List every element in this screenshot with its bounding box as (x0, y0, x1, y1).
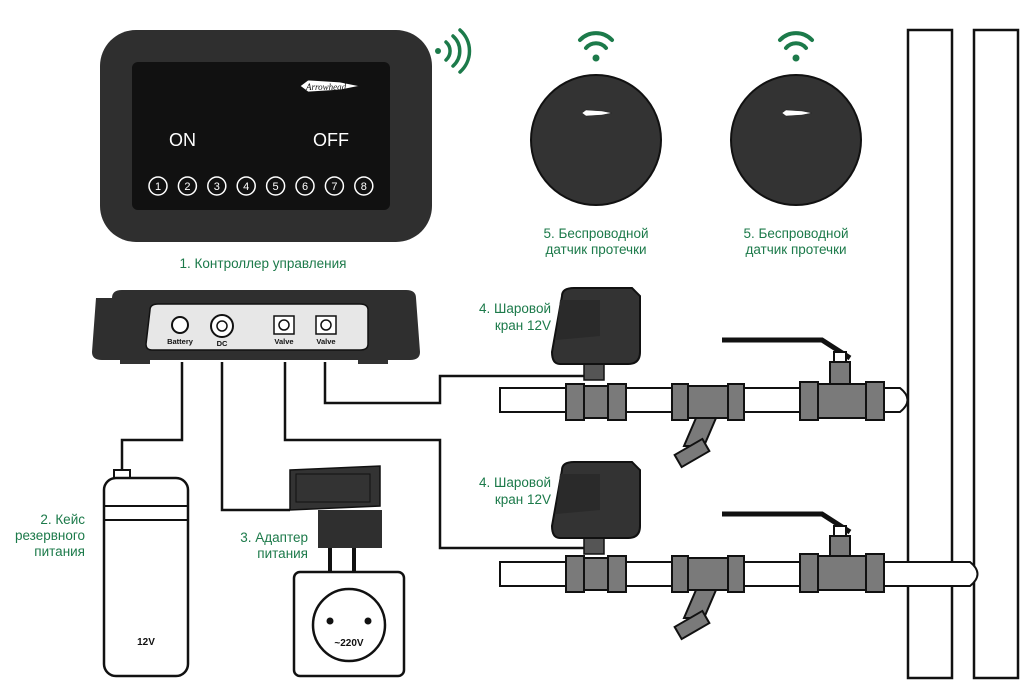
battery-caption-line1: 2. Кейс (40, 512, 85, 527)
zone-button-label: 5 (273, 181, 279, 193)
sensor-2-caption-line1: 5. Беспроводной (743, 226, 848, 241)
battery-case: 12V (102, 469, 190, 678)
controller-screen (132, 62, 390, 210)
sensor-1 (530, 31, 662, 206)
zone-button-label: 7 (331, 181, 337, 193)
valve-1-caption-line2: кран 12V (495, 318, 551, 333)
sensor-2-caption-line2: датчик протечки (745, 242, 846, 257)
valve-body-1 (565, 383, 627, 421)
ball-valve-2 (722, 511, 885, 593)
socket-voltage: ~220V (334, 638, 364, 649)
valve-1-caption-line1: 4. Шаровой (479, 301, 551, 316)
svg-text:Valve: Valve (274, 337, 293, 346)
adapter-caption-line1: 3. Адаптер (240, 530, 308, 545)
sensor-1-caption-line2: датчик протечки (545, 242, 646, 257)
zone-button-2 (177, 176, 198, 196)
wires (120, 362, 590, 550)
ball-valve-1 (722, 337, 885, 421)
valve-port-1: Valve (273, 315, 295, 346)
battery-caption-line3: питания (34, 544, 85, 559)
base-unit: Battery DC Valve Valve (92, 290, 420, 364)
zone-buttons: 1 2 3 4 5 6 7 8 (148, 176, 374, 196)
zone-button-label: 4 (243, 181, 249, 193)
strainer-2 (671, 555, 745, 641)
valve-2-caption-line1: 4. Шаровой (479, 475, 551, 490)
svg-text:Arrowhead: Arrowhead (305, 82, 347, 92)
controller-caption: 1. Контроллер управления (180, 256, 347, 271)
zone-button-6 (295, 176, 315, 196)
wall-socket: ~220V (292, 570, 406, 678)
battery-voltage: 12V (137, 637, 155, 648)
zone-button-label: 6 (302, 181, 308, 193)
pipe-line-2 (499, 461, 979, 641)
zone-button-1 (148, 176, 168, 196)
sensor-2 (730, 31, 862, 206)
on-label: ON (169, 130, 196, 150)
pipe-line-1 (499, 287, 909, 469)
svg-text:Battery: Battery (167, 337, 194, 346)
power-adapter (289, 465, 382, 574)
control-controller: Arrowhead ON OFF 1 2 3 4 5 6 7 8 (100, 28, 472, 242)
ball-valve-actuator-1 (550, 287, 641, 381)
adapter-caption-line2: питания (257, 546, 308, 561)
zone-button-7 (324, 176, 345, 196)
strainer-1 (671, 383, 745, 469)
off-label: OFF (313, 130, 349, 150)
valve-body-2 (565, 555, 627, 593)
zone-button-label: 3 (214, 181, 220, 193)
zone-button-label: 8 (361, 181, 367, 193)
valve-2-caption-line2: кран 12V (495, 492, 551, 507)
ball-valve-actuator-2 (550, 461, 641, 555)
dc-port: DC (210, 314, 234, 348)
svg-text:Valve: Valve (316, 337, 335, 346)
wifi-signal-icon (435, 28, 472, 74)
wifi-icon (778, 31, 814, 62)
sensor-1-caption-line1: 5. Беспроводной (543, 226, 648, 241)
svg-text:DC: DC (217, 339, 228, 348)
brand-logo: Arrowhead (299, 79, 361, 93)
zone-button-3 (207, 176, 227, 196)
valve-port-2: Valve (315, 315, 337, 346)
zone-button-label: 1 (155, 181, 161, 193)
zone-button-4 (236, 176, 256, 196)
wifi-icon (578, 31, 614, 62)
zone-button-8 (354, 176, 374, 196)
zone-button-label: 2 (184, 181, 190, 193)
battery-caption-line2: резервного (15, 528, 85, 543)
battery-port: Battery (167, 316, 194, 346)
zone-button-5 (265, 176, 286, 196)
